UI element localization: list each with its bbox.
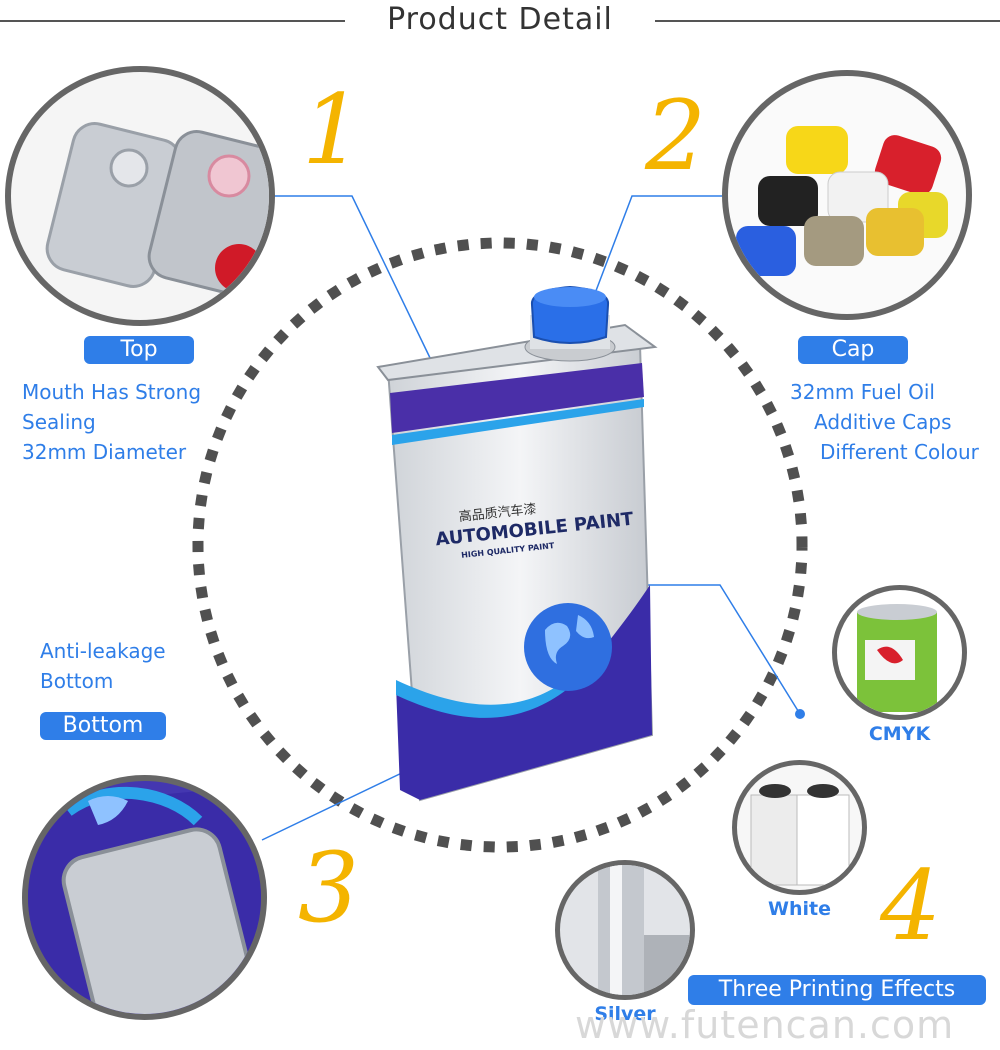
cap-pill: Cap (798, 336, 908, 364)
number-3: 3 (298, 832, 360, 944)
number-1: 1 (302, 74, 364, 186)
cap-desc-line: Different Colour (820, 440, 979, 464)
cap-photo (722, 70, 972, 320)
silver-label: Silver (594, 1003, 656, 1025)
header-line-right (655, 20, 1000, 22)
top-pill: Top (84, 336, 194, 364)
paint-can: 高品质汽车漆 AUTOMOBILE PAINT HIGH QUALITY PAI… (376, 285, 658, 802)
printing-pill: Three Printing Effects (688, 975, 986, 1005)
cap-desc-line: 32mm Fuel Oil (790, 380, 935, 404)
top-desc-line: Sealing (22, 410, 96, 434)
page-title: Product Detail (387, 2, 613, 37)
bottom-description: Anti-leakage Bottom (40, 636, 166, 696)
header-line-left (0, 20, 345, 22)
bottom-desc-line: Bottom (40, 669, 114, 693)
watermark: www.futencan.com (575, 1003, 955, 1047)
bottom-pill: Bottom (40, 712, 166, 740)
cap-description: 32mm Fuel Oil Additive Caps Different Co… (790, 377, 979, 467)
cap-desc-line: Additive Caps (814, 410, 952, 434)
number-2: 2 (645, 80, 707, 192)
top-photo (5, 66, 275, 326)
silver-photo (555, 860, 695, 1000)
top-desc-line: 32mm Diameter (22, 440, 187, 464)
top-desc-line: Mouth Has Strong (22, 380, 202, 404)
top-description: Mouth Has Strong Sealing 32mm Diameter (22, 377, 201, 467)
bottom-photo (22, 775, 267, 1020)
cmyk-photo (832, 585, 967, 720)
cmyk-label: CMYK (868, 723, 931, 745)
bottom-desc-line: Anti-leakage (40, 639, 166, 663)
white-photo (732, 760, 867, 895)
white-label: White (768, 898, 831, 920)
number-4: 4 (880, 850, 942, 962)
